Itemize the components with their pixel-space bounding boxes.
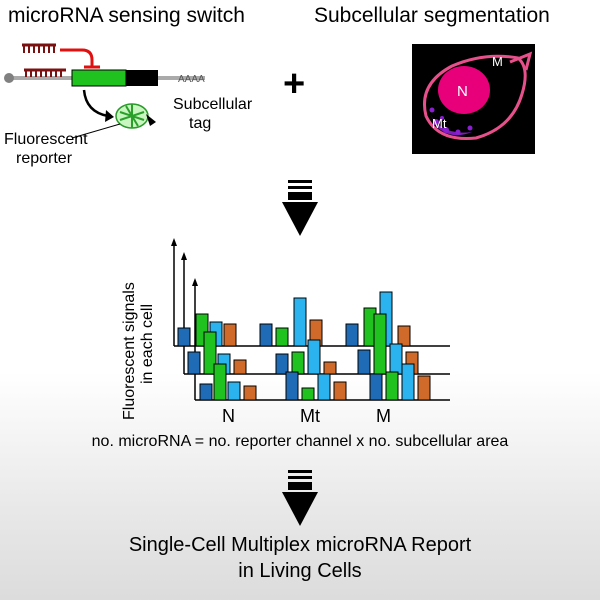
chart-bar-green [213, 363, 227, 401]
segmentation-image: N Mt M [412, 44, 535, 154]
chart-bar-green [373, 313, 387, 375]
down-arrow-2 [282, 470, 318, 526]
chart-bar-blue-dark [199, 383, 213, 401]
nucleus-label: N [457, 83, 468, 100]
down-arrow-1 [282, 180, 318, 236]
chart-bar-blue-light [317, 373, 331, 401]
chart-bar-blue-dark [345, 323, 359, 347]
chart-bar-orange [333, 381, 347, 401]
chart-bar-blue-light [227, 381, 241, 401]
chart-bar-green [385, 371, 399, 401]
chart-bar-blue-dark [275, 353, 289, 375]
svg-text:Fluorescent signals: Fluorescent signals [121, 282, 138, 420]
cap-icon [4, 73, 14, 83]
result-line-2: in Living Cells [238, 560, 362, 582]
chart-bar-blue-dark [187, 351, 201, 375]
inhibition-arrow [60, 48, 94, 66]
category-label-n: N [222, 406, 235, 426]
fluorescent-reporter-label: Fluorescent reporter [4, 131, 88, 167]
chart-bar-orange [243, 385, 257, 401]
chart-bar-orange [397, 325, 411, 347]
chart-bar-blue-light [293, 297, 307, 347]
target-site-icon [24, 68, 66, 77]
chart-bar-blue-dark [177, 327, 191, 347]
chart-bar-orange [233, 359, 247, 375]
result-line-1: Single-Cell Multiplex microRNA Report [128, 534, 472, 556]
mitochondria-region [430, 114, 472, 136]
nucleus-region [438, 66, 490, 114]
plus-sign: + [283, 63, 306, 105]
membrane-label: M [492, 54, 503, 69]
chart-bar-green [203, 331, 217, 375]
chart-bar-orange [417, 375, 431, 401]
chart-bar-blue-dark [369, 373, 383, 401]
microrna-icon-top [22, 43, 56, 53]
fluorescent-protein-icon [115, 103, 156, 129]
subcellular-tag-label: Subcellular tag [173, 96, 253, 132]
membrane-outline [423, 54, 527, 141]
chart-ylabel: Fluorescent signals in each cell [121, 282, 156, 420]
chart-bar-blue-dark [285, 371, 299, 401]
mitochondria-label: Mt [432, 116, 447, 131]
chart-bar-orange [323, 361, 337, 375]
chart-bar-blue-light [389, 343, 403, 375]
category-label-mt: Mt [300, 406, 320, 426]
chart-bar-blue-light [307, 339, 321, 375]
chart-bar-blue-dark [357, 349, 371, 375]
chart-bar-blue-dark [259, 323, 273, 347]
chart-bar-green [301, 387, 315, 401]
svg-text:in each cell: in each cell [139, 304, 156, 384]
chart-bar-green [291, 351, 305, 375]
tag-orf-box [126, 70, 158, 86]
fluorescence-chart: Fluorescent signals in each cell N Mt M [121, 238, 450, 426]
chart-bar-blue-light [401, 363, 415, 401]
chart-bars [177, 291, 431, 401]
equation-text: no. microRNA = no. reporter channel x no… [91, 433, 509, 450]
reporter-orf-box [71, 69, 127, 87]
title-microrna-sensing-switch: microRNA sensing switch [8, 4, 245, 27]
title-subcellular-segmentation: Subcellular segmentation [314, 4, 550, 27]
translation-arrow [82, 89, 109, 118]
polya-label: AAAA [178, 74, 205, 85]
category-label-m: M [376, 406, 391, 426]
microrna-switch-diagram: AAAA [4, 43, 205, 139]
chart-bar-green [275, 327, 289, 347]
chart-bar-orange [223, 323, 237, 347]
